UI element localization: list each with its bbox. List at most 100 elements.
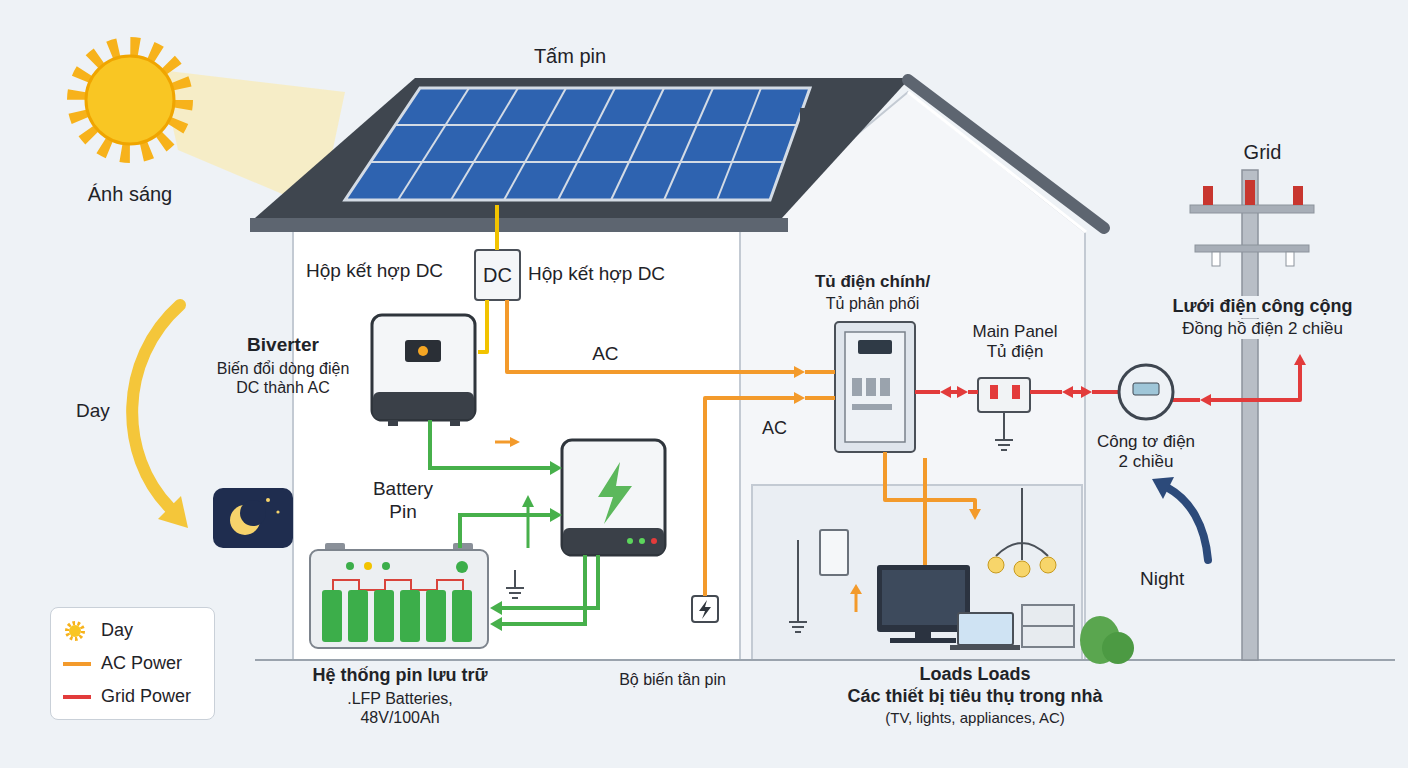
night-arrow	[1152, 477, 1174, 499]
battery-bank-icon	[348, 590, 368, 642]
battery-bank-icon	[452, 590, 472, 642]
legend-line	[63, 662, 91, 666]
hybrid-inverter: BiverterBiến đổi dòng điện DC thành AC	[195, 312, 478, 425]
day-arrow	[158, 496, 188, 528]
connector	[478, 300, 487, 352]
dc-wiring	[510, 437, 520, 447]
household-appliances	[1040, 557, 1056, 573]
household-appliances	[850, 584, 862, 594]
household-loads: Loads LoadsCác thiết bị tiêu thụ trong n…	[825, 520, 1125, 742]
household-appliances	[855, 592, 858, 612]
battery-bank-icon	[346, 562, 354, 570]
battery-inverter-icon	[563, 528, 664, 554]
arrow-head	[969, 509, 981, 520]
dc-wiring	[490, 617, 502, 631]
moon-icon	[213, 488, 293, 548]
solar-panel-array	[800, 108, 810, 122]
node-text: Hộp kết hợp DC	[528, 263, 688, 286]
cabinet-icon	[805, 322, 940, 458]
cabinet-icon	[805, 372, 835, 398]
household-appliances	[923, 458, 927, 565]
hybrid-inverter-icon	[372, 315, 475, 420]
roof	[255, 78, 910, 218]
node-text: Đồng hồ điện 2 chiều	[1160, 319, 1365, 339]
household-appliances	[890, 638, 956, 643]
hybrid-inverter-icon	[450, 420, 460, 426]
roof	[250, 78, 1104, 232]
solar-panel-array	[451, 88, 518, 200]
meter-icon	[1092, 365, 1200, 419]
arrow-head	[1062, 386, 1073, 398]
battery-bank-icon	[456, 561, 468, 573]
connector	[497, 205, 498, 250]
household-appliances	[1022, 605, 1074, 647]
node-text: Lưới điện công cộng	[1160, 296, 1365, 318]
node-text: .LFP Batteries, 48V/100Ah	[315, 689, 485, 727]
dc-wiring	[495, 441, 512, 444]
legend-row: Day	[61, 614, 204, 647]
cabinet-icon	[915, 390, 940, 394]
household-appliances	[820, 458, 1074, 650]
battery-bank-icon	[400, 590, 420, 642]
legend-sun-rays	[67, 623, 83, 639]
cabinet-icon	[852, 404, 892, 410]
sun	[86, 56, 174, 144]
household-appliances	[996, 488, 1048, 560]
legend-row: Grid Power	[61, 680, 204, 713]
moon-icon	[276, 510, 279, 513]
node-text: Tủ phân phối	[805, 294, 940, 313]
main-distribution-cabinet: Tủ điện chính/Tủ phân phối	[805, 270, 940, 458]
cabinet-icon	[835, 322, 915, 452]
dc-wiring	[500, 555, 585, 624]
house-wall	[293, 225, 743, 660]
meter-icon	[1133, 383, 1159, 395]
node-text: Biverter	[203, 334, 363, 357]
breaker-icon	[968, 390, 1062, 394]
utility-pole	[1212, 252, 1220, 266]
connector	[1200, 354, 1306, 406]
arrow-head	[1081, 386, 1092, 398]
utility-pole	[1203, 186, 1213, 205]
cabinet-icon	[883, 452, 887, 458]
moon-icon	[213, 488, 293, 548]
solar-panel: Tấm pin	[320, 40, 820, 205]
hybrid-inverter-icon	[373, 392, 474, 419]
dc-wiring	[527, 505, 530, 548]
night-arrow	[1152, 477, 1208, 560]
legend-line	[63, 695, 91, 699]
hybrid-inverter-icon	[372, 315, 475, 426]
battery-bank-icon	[374, 590, 394, 642]
ground-symbol	[506, 412, 1013, 632]
legend-text: Grid Power	[101, 686, 191, 708]
solar-panel-array	[717, 88, 761, 200]
label: AC	[762, 418, 787, 440]
connector	[885, 458, 981, 520]
battery-switch-icon	[699, 600, 711, 619]
solar-panel-array	[370, 161, 784, 163]
battery-inverter-icon	[651, 538, 657, 544]
dc-box-icon	[475, 250, 520, 300]
node-text: Hệ thống pin lưu trữ	[300, 665, 500, 687]
arrow-head	[794, 366, 805, 378]
label: Battery Pin	[362, 478, 444, 524]
solar-panel-array	[345, 88, 810, 200]
utility-pole	[1190, 170, 1314, 660]
cabinet-icon	[866, 378, 876, 396]
solar-panel-array	[504, 88, 566, 200]
solar-panel-array	[398, 88, 469, 200]
node-text: Grid	[1160, 140, 1365, 164]
connector-line	[885, 458, 975, 511]
cabinet-icon	[852, 378, 862, 396]
house-wall	[752, 485, 1082, 660]
bush	[1102, 632, 1134, 664]
utility-pole	[1242, 170, 1258, 660]
battery-inverter-icon	[639, 538, 645, 544]
node-text: Ánh sáng	[55, 182, 205, 206]
battery-bank-icon	[364, 562, 372, 570]
night-arrow	[1168, 488, 1208, 560]
battery-inverter-icon	[598, 462, 632, 524]
battery-bank-icon	[310, 550, 488, 648]
node-text: DC	[475, 263, 520, 287]
dc-wiring	[430, 420, 598, 631]
